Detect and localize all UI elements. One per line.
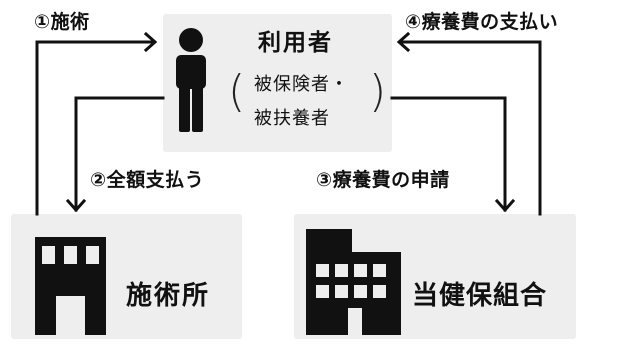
step-4-label: ④療養費の支払い xyxy=(405,11,559,33)
user-subtitle-line1: 被保険者・ xyxy=(254,74,349,95)
arrow-payment xyxy=(396,31,542,216)
clinic-building-icon xyxy=(35,237,106,335)
health-union-title: 当健保組合 xyxy=(412,281,548,311)
arrow-full-payment xyxy=(65,96,165,213)
office-building-icon xyxy=(306,229,401,335)
close-paren: ) xyxy=(369,66,387,117)
arrow-application xyxy=(390,96,516,213)
step-3-label: ③療養費の申請 xyxy=(316,169,450,191)
step-2-label: ②全額支払う xyxy=(90,169,205,191)
arrow-treatment xyxy=(35,31,158,216)
clinic-title: 施術所 xyxy=(126,281,211,311)
step-1-label: ①施術 xyxy=(34,11,90,33)
open-paren: ( xyxy=(228,66,246,117)
person-icon xyxy=(176,28,206,132)
user-subtitle-line2: 被扶養者 xyxy=(254,108,330,129)
user-title: 利用者 xyxy=(258,30,333,56)
